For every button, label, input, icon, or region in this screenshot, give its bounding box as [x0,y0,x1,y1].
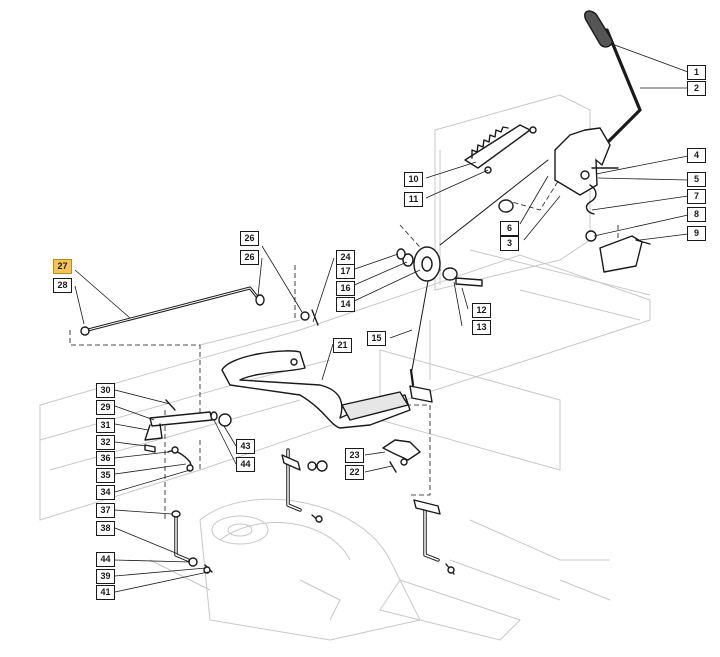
callout-43[interactable]: 43 [236,439,255,454]
callout-12[interactable]: 12 [472,303,491,318]
callout-29[interactable]: 29 [96,400,115,415]
callout-8[interactable]: 8 [687,207,706,222]
callout-32[interactable]: 32 [96,435,115,450]
callout-37[interactable]: 37 [96,503,115,518]
callout-10[interactable]: 10 [404,172,423,187]
callout-15[interactable]: 15 [367,331,386,346]
callout-36[interactable]: 36 [96,451,115,466]
callout-31[interactable]: 31 [96,418,115,433]
callout-22[interactable]: 22 [345,465,364,480]
callout-38[interactable]: 38 [96,521,115,536]
callout-26-lower[interactable]: 26 [240,250,259,265]
callout-28[interactable]: 28 [53,278,72,293]
callout-1[interactable]: 1 [687,65,706,80]
callout-24[interactable]: 24 [336,250,355,265]
callout-23[interactable]: 23 [345,448,364,463]
callout-14[interactable]: 14 [336,297,355,312]
chassis-ghost [39,94,651,641]
callout-9[interactable]: 9 [687,226,706,241]
callout-16[interactable]: 16 [336,281,355,296]
callout-26-upper[interactable]: 26 [240,231,259,246]
leader-lines [74,43,689,593]
callout-44-upper[interactable]: 44 [236,457,255,472]
callout-30[interactable]: 30 [96,383,115,398]
callout-41[interactable]: 41 [96,585,115,600]
callout-13[interactable]: 13 [472,320,491,335]
callout-27-highlighted[interactable]: 27 [53,259,72,274]
callout-7[interactable]: 7 [687,189,706,204]
callout-6[interactable]: 6 [500,221,519,236]
callout-3[interactable]: 3 [500,236,519,251]
callout-44-lower[interactable]: 44 [96,552,115,567]
parts [80,10,651,575]
callout-11[interactable]: 11 [404,192,423,207]
callout-4[interactable]: 4 [687,148,706,163]
callout-5[interactable]: 5 [687,172,706,187]
callout-34[interactable]: 34 [96,485,115,500]
callout-39[interactable]: 39 [96,569,115,584]
callout-21[interactable]: 21 [333,338,352,353]
callout-17[interactable]: 17 [336,264,355,279]
callout-2[interactable]: 2 [687,81,706,96]
callout-35[interactable]: 35 [96,468,115,483]
